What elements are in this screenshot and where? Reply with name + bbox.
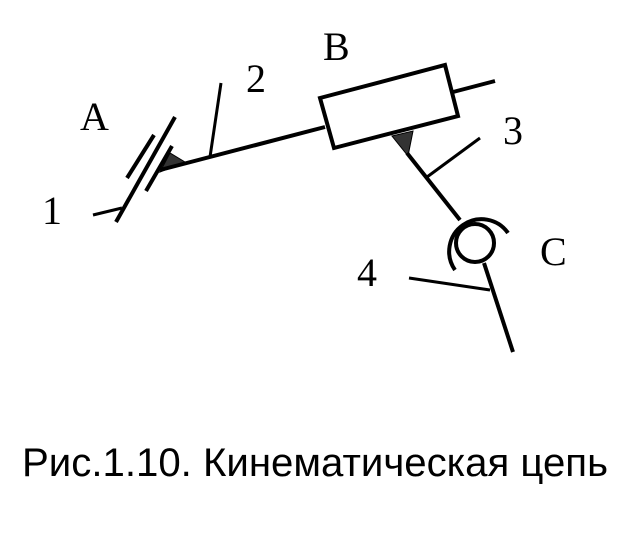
joint-a xyxy=(92,116,177,223)
label-joint-c: C xyxy=(540,229,567,274)
label-joint-a: A xyxy=(80,94,109,139)
link-4 xyxy=(482,262,515,353)
leader-1 xyxy=(92,206,123,217)
label-link-2: 2 xyxy=(246,56,266,101)
slider-b xyxy=(317,62,461,151)
joint-c-inner xyxy=(454,222,496,264)
label-link-3: 3 xyxy=(503,108,523,153)
link-3 xyxy=(405,151,462,222)
guide-line xyxy=(144,144,174,193)
figure-caption: Рис.1.10. Кинематическая цепь xyxy=(22,441,608,485)
joint-c-outer-arc xyxy=(447,217,510,272)
label-link-4: 4 xyxy=(357,250,377,295)
link-2 xyxy=(159,125,326,172)
label-joint-b: B xyxy=(323,24,350,69)
label-link-1: 1 xyxy=(42,188,62,233)
weld-triangle-b xyxy=(391,130,414,158)
guide-line xyxy=(125,133,156,180)
leader-3 xyxy=(426,136,481,179)
leader-4 xyxy=(408,276,491,292)
link-1-axis xyxy=(114,116,177,223)
leader-2 xyxy=(208,82,223,158)
slider-guide xyxy=(452,79,496,94)
